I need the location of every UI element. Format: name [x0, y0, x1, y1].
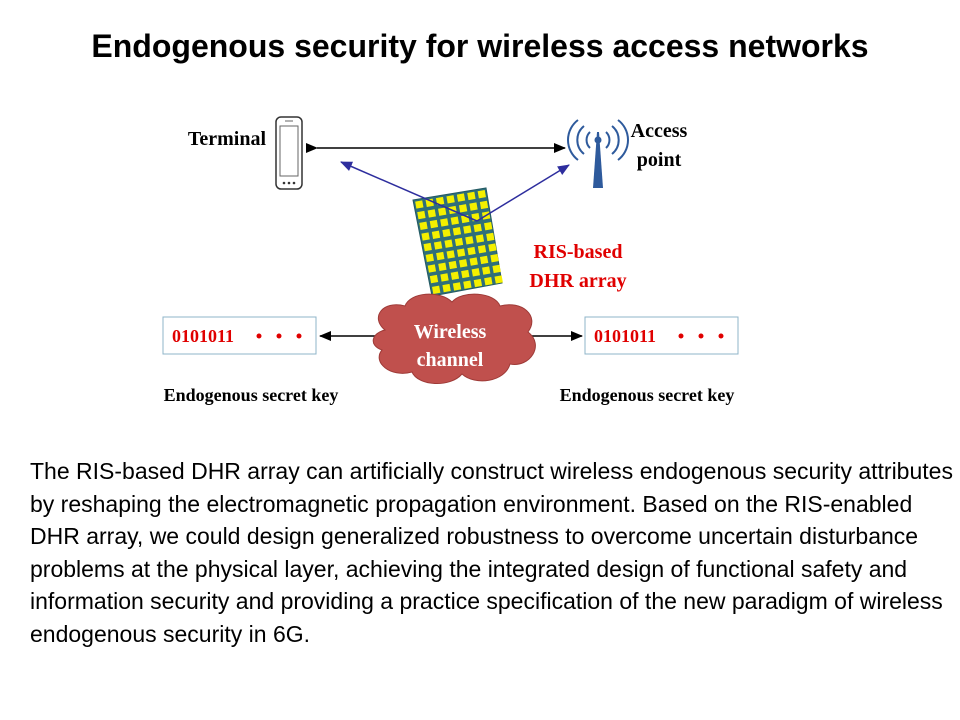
ris-cell: [438, 262, 447, 271]
ris-cell: [484, 277, 493, 286]
access-point-label-line1: Access: [631, 120, 688, 142]
antenna-icon: [567, 119, 629, 188]
ris-cell: [446, 195, 455, 204]
left-key-caption: Endogenous secret key: [164, 385, 339, 405]
smartphone-icon: [275, 116, 303, 190]
ris-cell: [429, 219, 439, 229]
channel-label-line1: Wireless: [414, 321, 487, 343]
ris-cell: [461, 269, 470, 279]
channel-label-line2: channel: [417, 349, 484, 371]
diagram: Terminal Access point: [162, 116, 739, 405]
right-key-bits: 0101011: [594, 326, 656, 346]
ris-cell: [454, 237, 464, 247]
ris-cell: [433, 241, 443, 250]
left-key-box: [162, 316, 317, 355]
ris-to-terminal-arrow: [340, 161, 478, 222]
ris-cell: [440, 218, 449, 227]
ris-cell: [465, 236, 474, 245]
ris-cell: [492, 264, 501, 274]
ris-cell: [448, 260, 457, 270]
ris-cell: [440, 273, 449, 282]
ris-cell: [473, 223, 482, 233]
ris-label-line1: RIS-based: [534, 241, 623, 263]
ris-cell: [452, 282, 462, 291]
ris-cell: [444, 239, 453, 248]
ris-cell: [479, 255, 489, 265]
page-title: Endogenous security for wireless access …: [91, 28, 869, 64]
ris-cell: [417, 210, 426, 220]
ris-cell: [488, 243, 497, 252]
ris-panel-icon: [412, 187, 503, 297]
ris-cell: [425, 253, 434, 262]
ris-cell: [479, 200, 489, 210]
ris-cell: [469, 202, 478, 211]
ris-cell: [419, 221, 428, 230]
ris-cell: [435, 196, 445, 206]
ris-cell: [427, 209, 436, 218]
ris-cell: [467, 246, 476, 256]
ris-cell: [458, 204, 468, 213]
ris-cell: [436, 251, 445, 261]
description-paragraph: The RIS-based DHR array can artificially…: [30, 458, 953, 647]
ris-cell: [467, 191, 476, 201]
right-key-box: [584, 316, 739, 355]
ris-cell: [494, 275, 503, 284]
ris-to-access-point-arrow: [476, 164, 570, 222]
ris-cell: [490, 254, 499, 263]
ris-cell: [450, 216, 459, 225]
access-point-label-line2: point: [637, 149, 682, 171]
ris-cell: [432, 285, 441, 294]
ris-cell: [475, 234, 485, 243]
ris-cell: [484, 222, 493, 231]
ris-cell: [446, 250, 455, 259]
ris-cell: [486, 232, 495, 242]
ris-cell: [463, 225, 472, 234]
ris-cell: [415, 200, 424, 209]
ris-cell: [456, 248, 466, 257]
ris-cell: [456, 193, 466, 202]
ris-cell: [482, 266, 491, 275]
left-key-ellipsis: [256, 333, 302, 339]
ris-cell: [427, 264, 437, 273]
left-key-bits: 0101011: [172, 326, 234, 346]
ris-cell: [431, 230, 441, 239]
cloud-icon: [372, 293, 536, 385]
ris-cell: [438, 207, 447, 216]
ris-cell: [452, 227, 462, 236]
ris-cell: [459, 259, 468, 268]
ris-cell: [463, 280, 472, 289]
ris-cell: [429, 274, 439, 284]
terminal-label: Terminal: [188, 128, 267, 150]
ris-cell: [477, 245, 487, 254]
ris-cell: [477, 190, 486, 199]
ris-cell: [442, 283, 451, 293]
ris-cell: [423, 242, 432, 252]
right-key-ellipsis: [678, 333, 724, 339]
ris-cell: [442, 228, 451, 238]
ris-cell: [450, 271, 460, 280]
ris-cell: [421, 232, 430, 241]
ris-cell: [469, 257, 478, 266]
ris-cell: [471, 268, 480, 277]
ris-label-line2: DHR array: [529, 270, 626, 292]
right-key-caption: Endogenous secret key: [560, 385, 735, 405]
ris-cell: [473, 278, 483, 288]
